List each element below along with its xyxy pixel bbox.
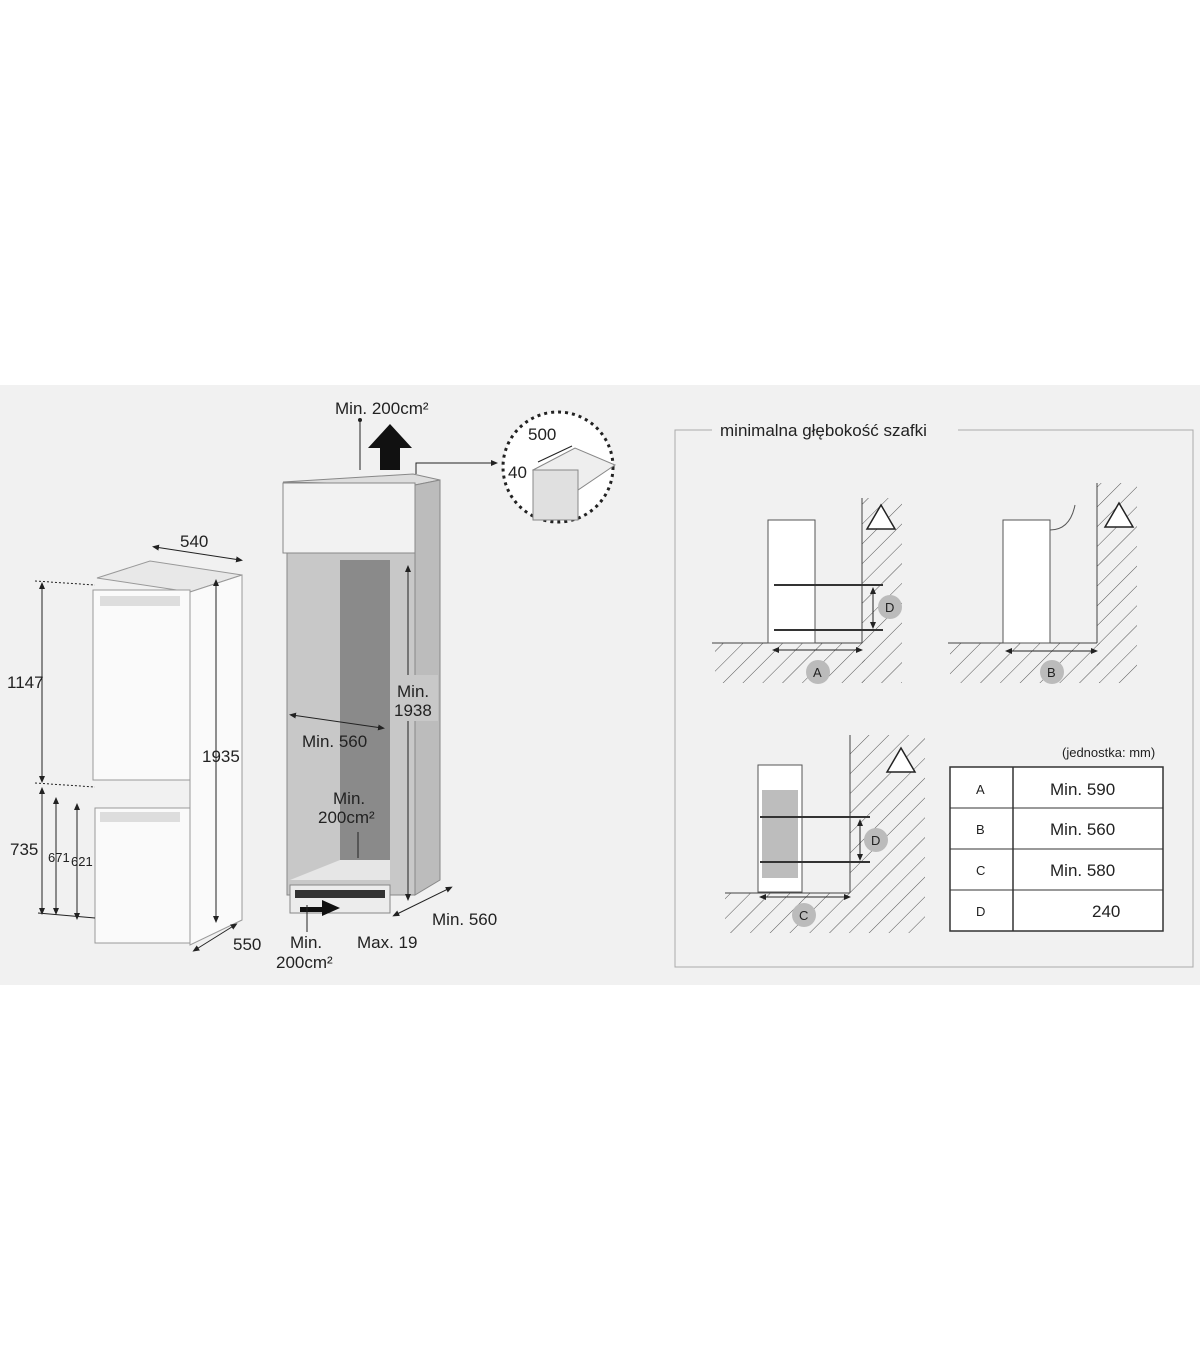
rear-vent-label-1: Min. xyxy=(333,789,365,808)
airflow-up-arrow-icon xyxy=(368,424,412,470)
fridge-width-label: 540 xyxy=(180,532,208,551)
table-key: B xyxy=(976,822,985,837)
table-value: Min. 560 xyxy=(1050,820,1115,839)
cabinet-drawing: Min. 200cm² 500 40 Min. 560 Min. 1938 Mi… xyxy=(276,399,617,972)
fridge-671-label: 671 xyxy=(48,850,70,865)
table-value: 240 xyxy=(1092,902,1120,921)
warning-icon xyxy=(885,746,917,773)
inner-width-label: Min. 560 xyxy=(302,732,367,751)
fridge-upper-height-label: 1147 xyxy=(7,673,44,692)
detail-width-label: 500 xyxy=(528,425,556,444)
marker-a: A xyxy=(813,665,822,680)
panel-title: minimalna głębokość szafki xyxy=(720,421,927,440)
bottom-vent-label-2: 200cm² xyxy=(276,953,333,972)
top-vent-label: Min. 200cm² xyxy=(335,399,429,418)
marker-c: C xyxy=(799,908,808,923)
scenario-a: A D xyxy=(712,498,902,684)
plinth-label: Max. 19 xyxy=(357,933,417,952)
fridge-621-label: 621 xyxy=(71,854,93,869)
rear-vent-label-2: 200cm² xyxy=(318,808,375,827)
fridge-drawing: 540 1147 735 671 621 1935 550 xyxy=(7,532,261,954)
inner-height-label-1: Min. xyxy=(397,682,429,701)
unit-note: (jednostka: mm) xyxy=(1062,745,1155,760)
detail-height-label: 40 xyxy=(508,463,527,482)
warning-icon xyxy=(1103,501,1135,528)
cabinet-depth-label: Min. 560 xyxy=(432,910,497,929)
min-depth-panel: minimalna głębokość szafki A D B xyxy=(674,421,1194,968)
scenario-b: B xyxy=(948,483,1137,684)
warning-icon xyxy=(865,503,897,530)
scenario-c: C D xyxy=(725,735,925,933)
bottom-vent-label-1: Min. xyxy=(290,933,322,952)
marker-d: D xyxy=(885,600,894,615)
airflow-in-arrow-icon xyxy=(300,900,340,916)
table-key: A xyxy=(976,782,985,797)
table-key: D xyxy=(976,904,985,919)
fridge-lower-height-label: 735 xyxy=(10,840,38,859)
marker-b: B xyxy=(1047,665,1056,680)
table-key: C xyxy=(976,863,985,878)
dimension-table: A Min. 590 B Min. 560 C Min. 580 D 240 xyxy=(949,766,1164,932)
marker-d: D xyxy=(871,833,880,848)
inner-height-label-2: 1938 xyxy=(394,701,432,720)
fridge-total-height-label: 1935 xyxy=(202,747,240,766)
table-value: Min. 580 xyxy=(1050,861,1115,880)
table-value: Min. 590 xyxy=(1050,780,1115,799)
fridge-depth-label: 550 xyxy=(233,935,261,954)
